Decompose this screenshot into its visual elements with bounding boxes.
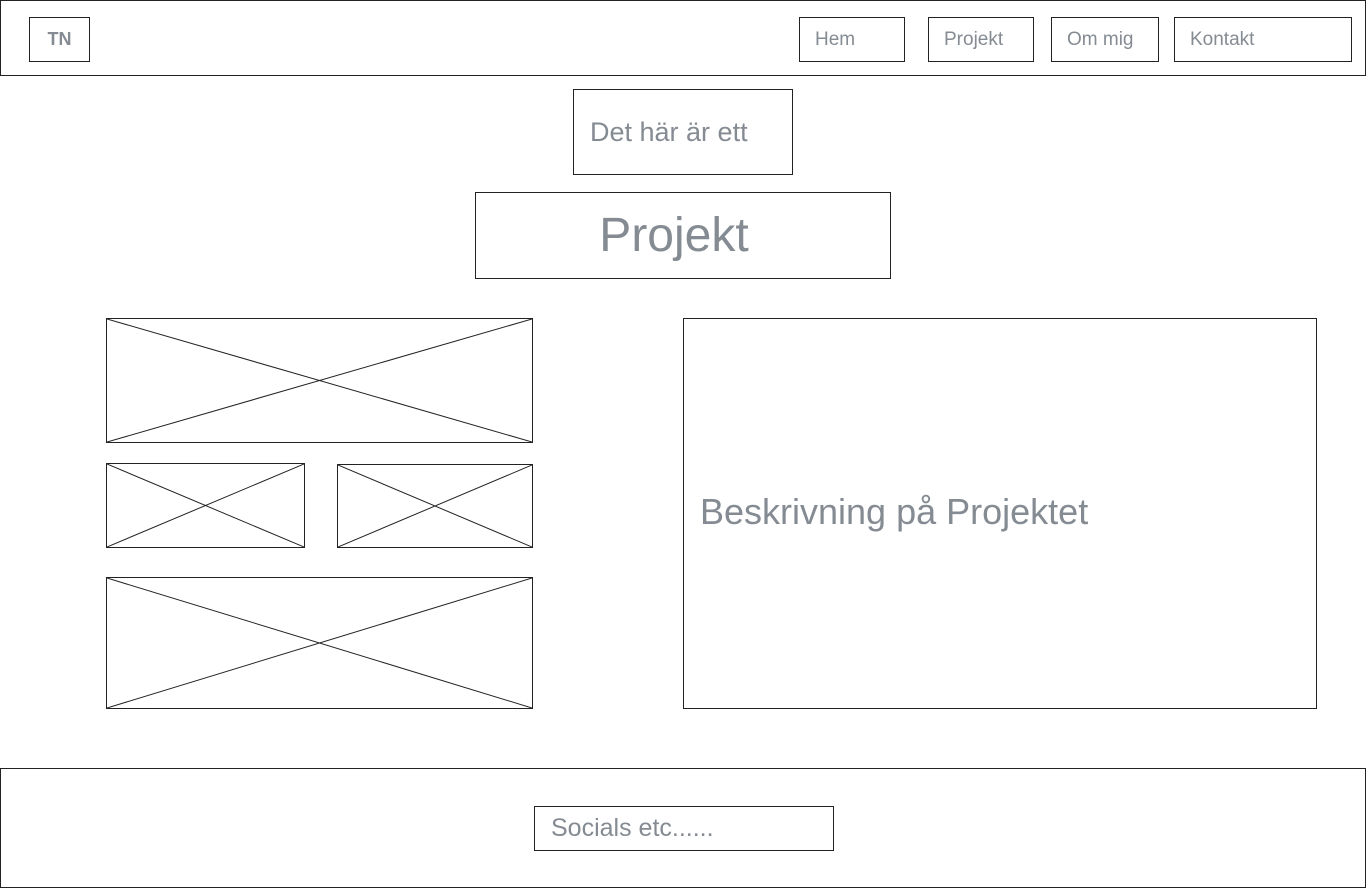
image-placeholder-1 [106, 318, 533, 443]
image-placeholder-icon [338, 465, 532, 547]
image-placeholder-icon [107, 319, 532, 442]
nav-item-about-label: Om mig [1067, 28, 1134, 50]
logo-text: TN [47, 29, 72, 49]
logo[interactable]: TN [29, 17, 90, 62]
socials-box[interactable]: Socials etc...... [534, 806, 834, 851]
page-title-box: Projekt [475, 192, 891, 279]
nav-item-projects-label: Projekt [944, 28, 1004, 50]
socials-text: Socials etc...... [551, 814, 714, 842]
site-footer: Socials etc...... [0, 768, 1366, 888]
intro-text-box: Det här är ett [573, 89, 793, 175]
project-description-box: Beskrivning på Projektet [683, 318, 1317, 709]
nav-item-projects[interactable]: Projekt [928, 17, 1034, 62]
nav-item-contact[interactable]: Kontakt [1174, 17, 1352, 62]
project-description: Beskrivning på Projektet [700, 491, 1089, 532]
image-placeholder-2 [106, 463, 305, 548]
image-placeholder-3 [337, 464, 533, 548]
site-header: TN Hem Projekt Om mig Kontakt [0, 0, 1366, 76]
nav-item-home[interactable]: Hem [799, 17, 905, 62]
image-placeholder-icon [107, 578, 532, 708]
page-title: Projekt [599, 209, 749, 262]
image-placeholder-icon [107, 464, 304, 547]
intro-text: Det här är ett [590, 116, 748, 147]
nav-item-about[interactable]: Om mig [1051, 17, 1159, 62]
nav-item-home-label: Hem [815, 28, 856, 50]
nav-item-contact-label: Kontakt [1190, 28, 1255, 50]
image-placeholder-4 [106, 577, 533, 709]
